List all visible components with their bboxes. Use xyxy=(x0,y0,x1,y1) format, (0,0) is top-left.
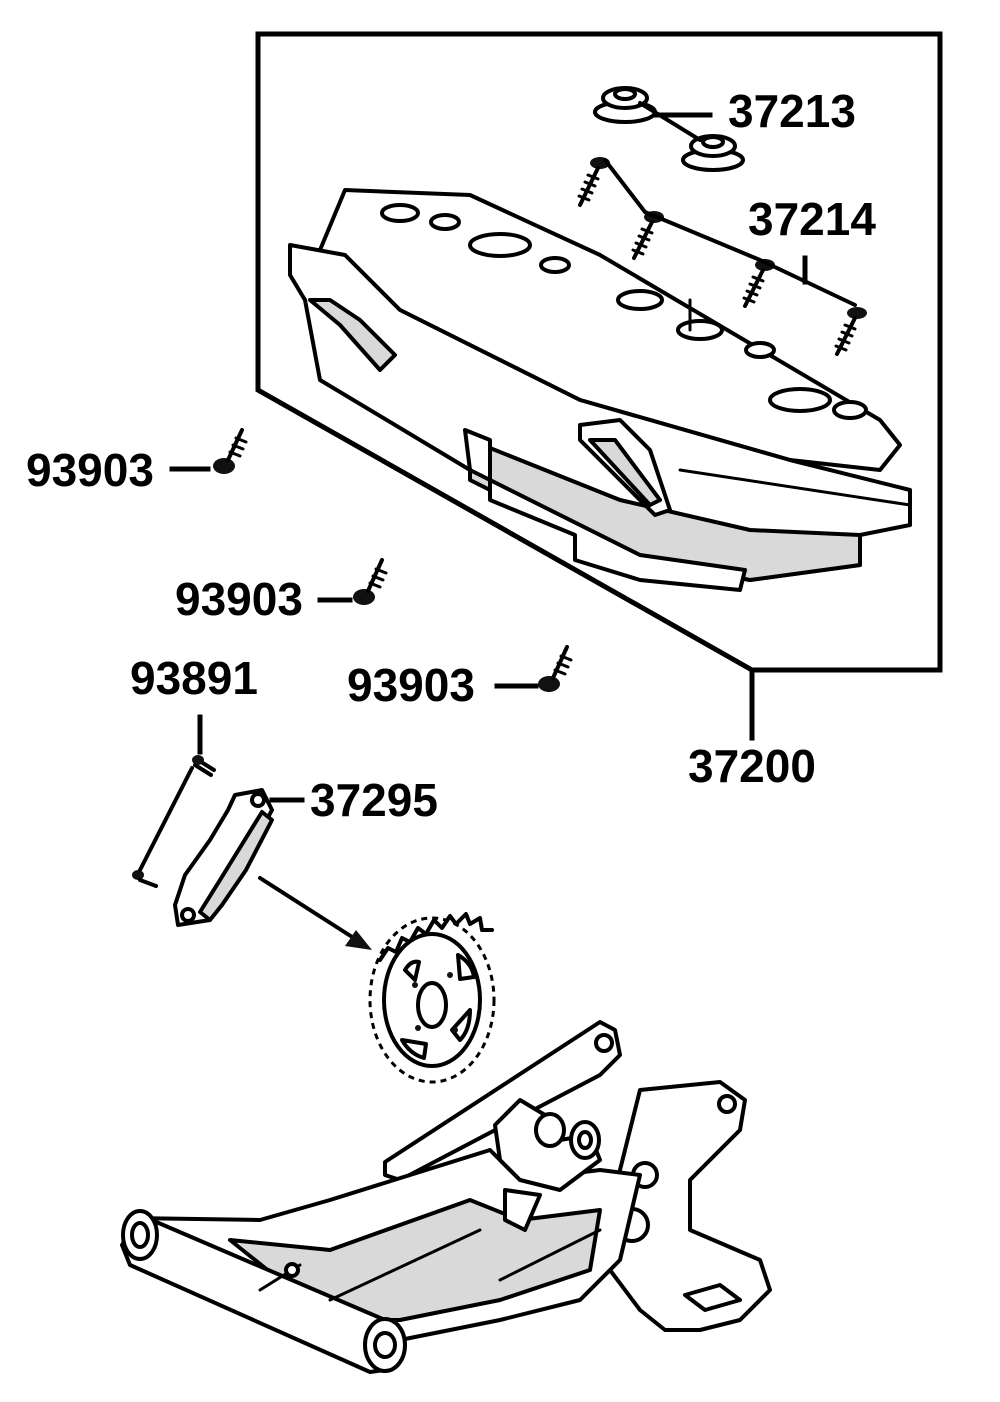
screw-93903-a xyxy=(169,428,248,474)
screw-93903-c xyxy=(494,645,573,692)
label-93903-a: 93903 xyxy=(26,444,154,496)
chain-guide-37295 xyxy=(173,788,372,950)
screw-37214-4 xyxy=(834,307,867,356)
label-37213: 37213 xyxy=(728,85,856,137)
sprocket xyxy=(368,912,496,1084)
label-37214: 37214 xyxy=(748,193,876,245)
screw-93903-b xyxy=(317,558,388,605)
label-37200: 37200 xyxy=(688,740,816,792)
screw-set-93891 xyxy=(132,714,216,888)
assembly-bracket-37200 xyxy=(255,31,943,741)
label-37295: 37295 xyxy=(310,774,438,826)
label-93903-c: 93903 xyxy=(347,659,475,711)
label-93903-b: 93903 xyxy=(175,573,303,625)
grommet-37213 xyxy=(593,86,745,172)
swing-arm xyxy=(120,1020,772,1374)
label-93891: 93891 xyxy=(130,652,258,704)
screw-37214-1 xyxy=(577,157,610,207)
screw-set-37214 xyxy=(577,157,867,356)
chain-case-cover xyxy=(288,188,912,592)
